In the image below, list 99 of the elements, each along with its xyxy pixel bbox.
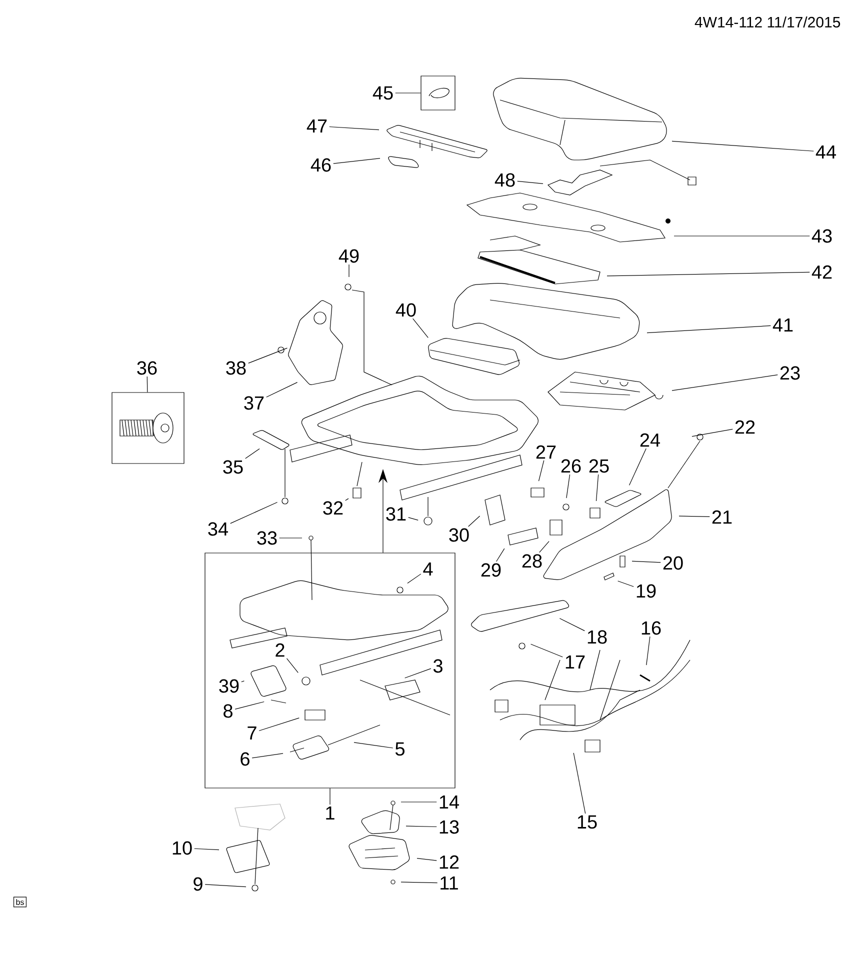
callout-number: 12: [440, 855, 459, 869]
callout-number: 13: [440, 820, 459, 834]
callout-number: 39: [219, 679, 239, 693]
callout-number: 44: [816, 145, 836, 159]
callout-number: 40: [396, 303, 416, 317]
callout-number: 28: [522, 554, 542, 568]
leader-line: [241, 680, 244, 682]
leader-line: [646, 636, 650, 666]
callout-number: 41: [772, 318, 793, 332]
leader-line: [407, 574, 422, 584]
leader-line: [628, 448, 646, 486]
callout-number: 45: [372, 86, 393, 100]
callout-number: 34: [208, 522, 228, 536]
callout-number: 24: [640, 433, 660, 447]
callout-number: 22: [735, 420, 755, 434]
code-label: bs: [13, 896, 27, 908]
leader-line: [248, 348, 288, 364]
callout-number: 1: [326, 806, 334, 820]
leader-line: [530, 644, 563, 658]
leader-line: [692, 428, 733, 437]
callout-number: 4: [423, 562, 433, 576]
leader-line: [566, 474, 570, 498]
callout-number: 49: [338, 249, 359, 263]
callout-number: 48: [494, 173, 515, 187]
callout-number: 38: [226, 361, 246, 375]
leader-line: [573, 752, 586, 814]
callout-number: 14: [440, 795, 459, 809]
leader-line: [646, 325, 771, 334]
callout-number: 29: [481, 563, 501, 577]
leader-line: [400, 882, 438, 884]
callout-number: 3: [433, 659, 442, 673]
callout-number: 25: [589, 459, 609, 473]
leader-line: [234, 701, 264, 710]
leader-line: [559, 618, 585, 632]
leader-line: [204, 884, 246, 888]
leader-line: [194, 848, 220, 850]
leader-line: [408, 517, 418, 520]
leader-line: [329, 126, 380, 130]
leader-line: [258, 718, 300, 732]
leader-line: [286, 658, 298, 673]
callout-number: 23: [780, 366, 800, 380]
leader-line: [496, 548, 505, 562]
callout-number: 30: [449, 528, 469, 542]
leader-line: [395, 92, 421, 94]
callout-number: 2: [276, 643, 284, 657]
callout-number: 43: [812, 229, 832, 243]
assembly-box: [204, 552, 456, 788]
leader-line: [596, 474, 599, 502]
callout-number: 32: [323, 501, 343, 515]
callout-number: 17: [566, 655, 585, 669]
callout-number: 21: [712, 510, 732, 524]
leader-line: [632, 560, 661, 563]
leader-line: [230, 502, 278, 524]
leader-line: [539, 540, 550, 553]
detail-box: [112, 392, 184, 464]
callout-number: 7: [248, 726, 256, 740]
leader-line: [245, 448, 260, 459]
leader-line: [606, 272, 810, 276]
callout-number: 37: [244, 396, 264, 410]
callout-number: 27: [536, 445, 556, 459]
callout-number: 20: [663, 556, 683, 570]
leader-line: [538, 460, 544, 482]
callout-number: 33: [257, 531, 277, 545]
callout-number: 11: [440, 876, 458, 890]
callout-number: 6: [240, 752, 250, 766]
leader-line: [678, 516, 710, 518]
leader-line: [146, 376, 148, 392]
leader-line: [672, 140, 814, 152]
callout-number: 16: [642, 621, 661, 635]
leader-line: [345, 498, 349, 501]
callout-number: 9: [194, 877, 202, 891]
leader-line: [333, 158, 380, 164]
callout-number: 26: [561, 459, 581, 473]
leader-line: [672, 374, 778, 391]
leader-line: [266, 382, 298, 398]
callout-number: 31: [386, 507, 406, 521]
leader-line: [252, 753, 284, 758]
leader-line: [354, 742, 394, 748]
callout-number: 8: [224, 704, 232, 718]
drawing-number: 4W14-112 11/17/2015: [694, 16, 840, 28]
leader-line: [404, 668, 432, 678]
callout-number: 15: [578, 815, 597, 829]
leader-line: [517, 180, 544, 184]
callout-number: 5: [395, 742, 404, 756]
leader-line: [412, 318, 428, 338]
callout-number: 42: [812, 265, 832, 279]
callout-number: 10: [172, 841, 192, 855]
callout-number: 35: [223, 460, 243, 474]
detail-box: [420, 76, 456, 110]
callout-number: 47: [306, 119, 327, 133]
leader-line: [618, 580, 634, 587]
callout-number: 18: [588, 630, 607, 644]
leader-line: [468, 516, 480, 527]
callout-number: 46: [310, 158, 331, 172]
callout-number: 36: [137, 361, 157, 375]
callout-number: 19: [636, 584, 656, 598]
leader-line: [406, 826, 437, 828]
leader-line: [348, 264, 350, 278]
leader-line: [416, 858, 437, 861]
